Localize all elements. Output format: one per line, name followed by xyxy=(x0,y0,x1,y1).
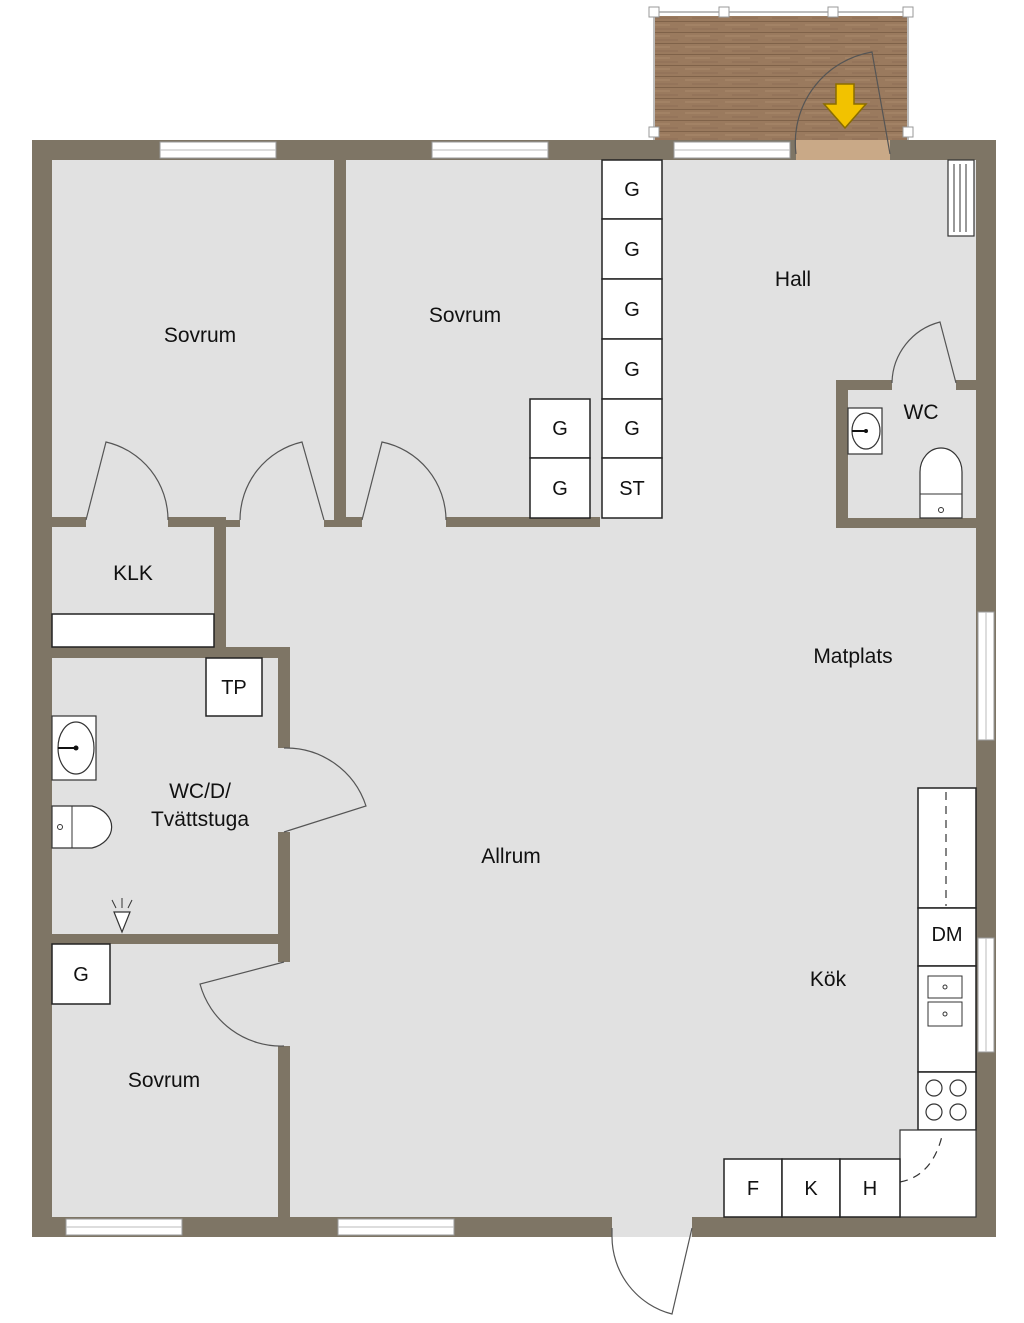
wardrobe-label: G xyxy=(624,179,640,201)
windows xyxy=(65,141,995,1236)
wardrobe-label: G xyxy=(624,418,640,440)
wc-sink-icon xyxy=(847,407,883,455)
room-label-kok: Kök xyxy=(810,968,847,991)
floor-drain-icon xyxy=(111,898,133,934)
wardrobe-label: G xyxy=(624,359,640,381)
room-label-sovrum-1: Sovrum xyxy=(164,324,236,347)
room-label-allrum: Allrum xyxy=(481,845,541,868)
wc-toilet-icon xyxy=(919,447,963,519)
tp-label: TP xyxy=(221,677,247,699)
dishwasher-label: DM xyxy=(931,924,962,946)
door-swings xyxy=(85,51,957,1315)
room-label-klk: KLK xyxy=(113,562,153,585)
room-label-matplats: Matplats xyxy=(813,645,892,668)
wardrobe-label: G xyxy=(552,478,568,500)
room-label-hall: Hall xyxy=(775,268,811,291)
toilet-icon xyxy=(51,805,113,849)
wardrobe-label: G xyxy=(73,964,89,986)
entrance-arrow-icon xyxy=(822,83,868,130)
room-label-sovrum-3: Sovrum xyxy=(128,1069,200,1092)
klk-shelf xyxy=(51,613,215,648)
radiator-icon xyxy=(947,159,975,237)
cleaning-closet-label: ST xyxy=(619,478,645,500)
kitchen-counter xyxy=(723,787,977,1218)
wardrobe-bottom xyxy=(51,943,111,1005)
kitchen-k-label: K xyxy=(804,1178,818,1200)
wardrobe-label: G xyxy=(624,299,640,321)
tp-box xyxy=(205,657,263,717)
floor-areas xyxy=(52,160,976,1217)
room-label-sovrum-2: Sovrum xyxy=(429,304,501,327)
room-label-wc-d: WC/D/ xyxy=(169,780,231,803)
wardrobe-label: G xyxy=(624,239,640,261)
entrance-deck xyxy=(648,6,914,142)
fridge-label: F xyxy=(747,1178,759,1200)
door-openings xyxy=(86,140,956,1237)
wardrobe-label: G xyxy=(552,418,568,440)
room-label-wc: WC xyxy=(904,401,939,424)
wardrobe-column xyxy=(529,159,663,519)
room-label-tvattstuga: Tvättstuga xyxy=(151,808,249,831)
kitchen-h-label: H xyxy=(863,1178,877,1200)
sink-icon xyxy=(51,715,97,781)
